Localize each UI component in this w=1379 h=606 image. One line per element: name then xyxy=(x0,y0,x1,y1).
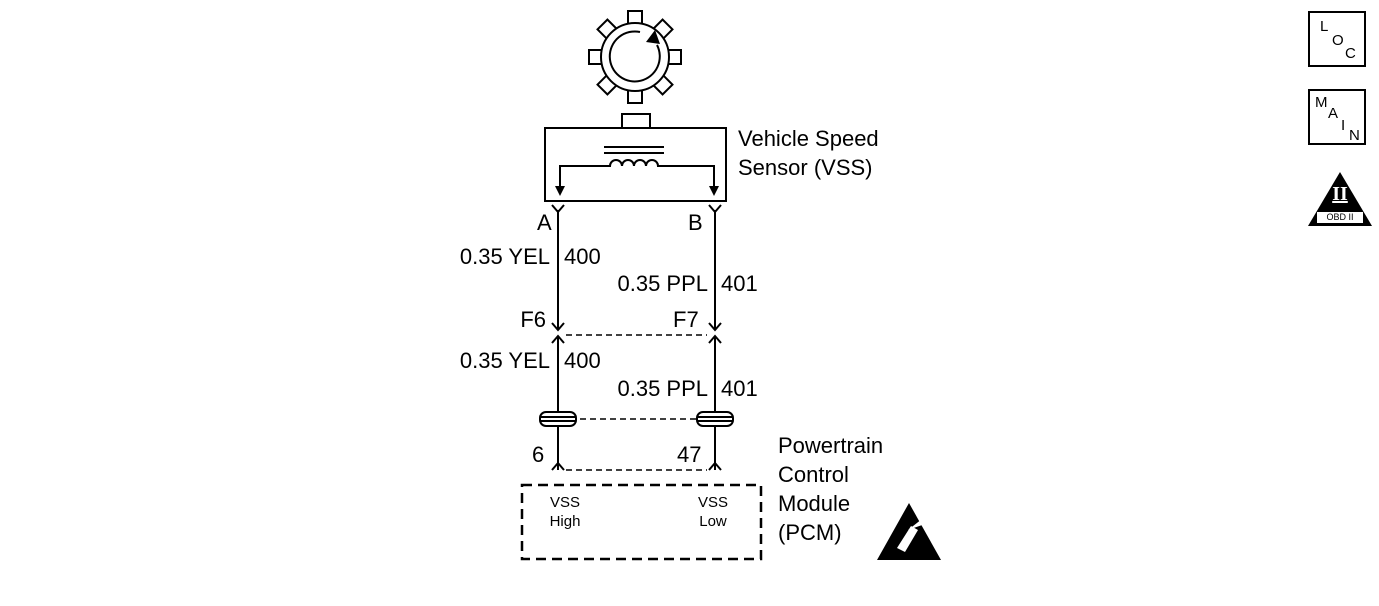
sensor-name-line2: Sensor (VSS) xyxy=(738,155,873,180)
right-upper-wire-gauge: 0.35 PPL xyxy=(617,271,708,296)
vss-sensor-body xyxy=(544,127,727,202)
left-lower-wire-gauge: 0.35 YEL xyxy=(459,348,550,373)
pcm-vss-low-line1: VSS xyxy=(697,494,728,511)
left-upper-circuit-number: 400 xyxy=(564,244,601,269)
left-upper-wire-gauge: 0.35 YEL xyxy=(459,244,550,269)
left-lower-circuit-number: 400 xyxy=(564,348,601,373)
obd-ii-icon xyxy=(1308,172,1372,226)
pcm-name-line1: Powertrain xyxy=(778,433,884,458)
sensor-shaft xyxy=(621,113,651,129)
connector-links xyxy=(566,334,707,471)
sensor-name-line1: Vehicle Speed xyxy=(738,126,879,151)
loc-letter-o: O xyxy=(1332,32,1344,49)
left-inline-connector-label: F6 xyxy=(520,307,546,332)
right-pcm-pin-label: 47 xyxy=(677,442,702,467)
main-letter-m: M xyxy=(1315,94,1328,111)
pcm-name-line3: Module xyxy=(778,491,851,516)
pcm-module-outline xyxy=(520,483,763,561)
right-passthrough-connector xyxy=(696,411,734,427)
main-letter-a: A xyxy=(1328,105,1339,122)
left-pcm-pin-label: 6 xyxy=(532,442,545,467)
terminal-b-label: B xyxy=(688,210,703,235)
pcm-vss-high-line1: VSS xyxy=(549,494,580,511)
pcm-name-label: Powertrain Control Module (PCM) xyxy=(778,431,883,547)
obd-ii-text: OBD II xyxy=(1326,212,1354,222)
location-view-button[interactable]: L O C xyxy=(1308,11,1366,67)
pcm-vss-high-line2: High xyxy=(549,513,581,530)
pcm-vss-low-label: VSS Low xyxy=(688,494,738,530)
main-letter-n: N xyxy=(1349,127,1360,144)
sensor-name-label: Vehicle Speed Sensor (VSS) xyxy=(738,124,879,182)
main-view-button[interactable]: M A I N xyxy=(1308,89,1366,145)
right-inline-connector-label: F7 xyxy=(673,307,699,332)
pcm-vss-low-line2: Low xyxy=(699,513,727,530)
wire-circuit-401 xyxy=(708,204,722,471)
pcm-name-line2: Control xyxy=(778,462,849,487)
left-passthrough-connector xyxy=(539,411,577,427)
pcm-name-line4: (PCM) xyxy=(778,520,842,545)
pcm-vss-high-label: VSS High xyxy=(540,494,590,530)
loc-letter-c: C xyxy=(1345,45,1356,62)
loc-letter-l: L xyxy=(1320,18,1329,35)
obd-ii-numeral[interactable]: II xyxy=(1332,183,1348,205)
esd-warning-icon xyxy=(877,503,941,560)
main-letter-i: I xyxy=(1341,117,1346,134)
sensor-coil-icon xyxy=(555,146,719,196)
terminal-a-label: A xyxy=(537,210,552,235)
right-lower-circuit-number: 401 xyxy=(721,376,758,401)
right-upper-circuit-number: 401 xyxy=(721,271,758,296)
reluctor-wheel-icon xyxy=(588,10,682,104)
right-lower-wire-gauge: 0.35 PPL xyxy=(617,376,708,401)
wire-circuit-400 xyxy=(551,204,565,471)
